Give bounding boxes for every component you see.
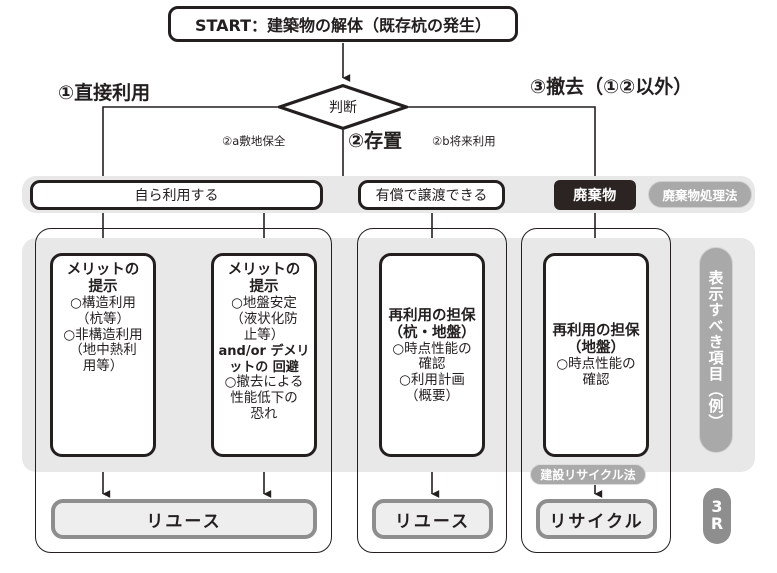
content-line: ○地盤安定 （液状化防 止等）: [230, 295, 298, 343]
content-line: ○利用計画 （概要）: [399, 372, 465, 404]
law-waste-management-tag: 廃棄物処理法: [648, 181, 752, 208]
content-line: ○撤去による 性能低下の 恐れ: [224, 374, 304, 422]
content-title: 再利用の担保 （杭・地盤）: [388, 307, 476, 341]
option-paid-transfer-label: 有償で譲渡できる: [375, 188, 488, 204]
law-construction-recycling-label: 建設リサイクル法: [540, 468, 636, 482]
result-recycle-waste[interactable]: リサイクル: [536, 499, 657, 539]
decision-label: 判断: [329, 100, 357, 116]
branch-label-retain: ②存置: [348, 130, 403, 152]
option-waste-box[interactable]: 廃棄物: [554, 180, 636, 210]
branch-note-site-preservation: ②a敷地保全: [222, 134, 286, 148]
option-paid-transfer-box[interactable]: 有償で譲渡できる: [358, 180, 505, 210]
content-box-reuse-ground: 再利用の担保 （地盤） ○時点性能の 確認: [543, 253, 649, 457]
content-box-merit-ground: メリットの 提示 ○地盤安定 （液状化防 止等） and/or デメリットの 回…: [211, 253, 317, 457]
content-line: ○非構造利用 （地中熱利 用等）: [63, 326, 143, 374]
result-label: リユース: [394, 511, 471, 532]
result-reuse-self-use[interactable]: リユース: [51, 499, 317, 539]
branch-label-removal: ③撤去（①②以外）: [530, 76, 693, 98]
result-reuse-paid-transfer[interactable]: リユース: [372, 499, 493, 539]
law-construction-recycling-tag: 建設リサイクル法: [530, 464, 646, 485]
branch-label-direct-use: ①直接利用: [58, 82, 151, 104]
content-title: 再利用の担保 （地盤）: [552, 323, 640, 357]
badge-3r-line2: R: [710, 514, 724, 533]
group-outline-waste: [521, 228, 671, 553]
content-line: ○構造利用 （杭等）: [70, 295, 136, 327]
content-title: メリットの 提示: [227, 262, 301, 296]
side-label-text: 表示すべき項目（例）: [706, 270, 725, 430]
content-line: ○時点性能の 確認: [392, 340, 472, 373]
start-label: START：建築物の解体（既存杭の発生）: [194, 16, 492, 35]
badge-3r: 3 R: [703, 488, 731, 544]
start-box: START：建築物の解体（既存杭の発生）: [168, 6, 518, 42]
group-outline-paid-transfer: [357, 228, 507, 553]
content-box-reuse-pile-ground: 再利用の担保 （杭・地盤） ○時点性能の 確認 ○利用計画 （概要）: [379, 253, 485, 457]
content-line: ○時点性能の 確認: [556, 356, 636, 389]
option-self-use-label: 自ら利用する: [134, 188, 219, 204]
content-title: メリットの 提示: [66, 262, 140, 296]
group-outline-self-use: [35, 228, 332, 553]
content-box-merit-structural: メリットの 提示 ○構造利用 （杭等） ○非構造利用 （地中熱利 用等）: [50, 253, 156, 457]
result-label: リユース: [146, 511, 222, 532]
badge-3r-line1: 3: [711, 497, 723, 517]
branch-note-future-use: ②b将来利用: [432, 134, 496, 148]
option-self-use-box[interactable]: 自ら利用する: [30, 180, 323, 210]
content-mid-title: and/or デメリットの 回避: [218, 344, 310, 375]
result-label: リサイクル: [549, 511, 644, 532]
side-label-display-items: 表示すべき項目（例）: [699, 247, 733, 453]
option-waste-label: 廃棄物: [573, 188, 617, 204]
law-waste-management-label: 廃棄物処理法: [662, 188, 738, 203]
decision-diamond: [278, 84, 408, 130]
